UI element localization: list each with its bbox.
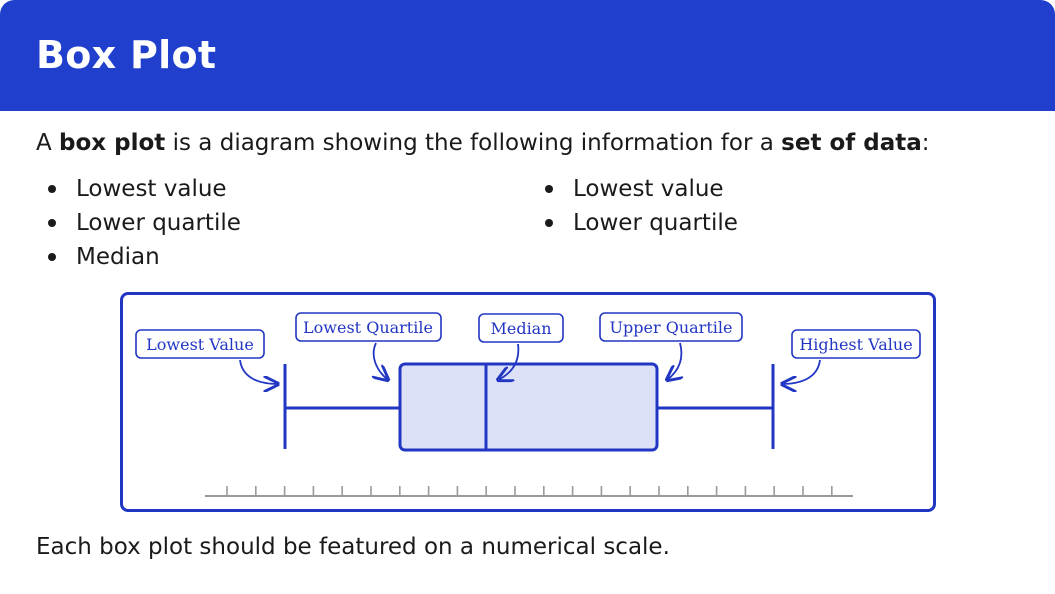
intro-bold-box-plot: box plot (59, 130, 166, 156)
label-upper-quartile-text: Upper Quartile (610, 318, 733, 337)
list-item: Lowest value (36, 172, 241, 206)
label-lowest-value: Lowest Value (135, 329, 265, 359)
label-median: Median (478, 313, 564, 343)
page-title: Box Plot (36, 33, 217, 77)
label-highest-value-text: Highest Value (799, 335, 912, 354)
arrow-upper-quartile (667, 342, 681, 380)
label-lowest-value-text: Lowest Value (146, 335, 254, 354)
list-item: Lowest value (533, 172, 738, 206)
intro-bold-set-of-data: set of data (781, 130, 922, 156)
list-item: Lower quartile (533, 206, 738, 240)
intro-part-3: : (921, 130, 930, 156)
arrow-lowest-quartile (374, 342, 388, 380)
arrow-lowest-value (239, 359, 278, 384)
interquartile-box (398, 362, 659, 452)
header-bar: Box Plot (0, 0, 1055, 111)
arrow-median (498, 343, 520, 380)
list-item: Lower quartile (36, 206, 241, 240)
scale-ticks (226, 486, 833, 496)
list-item: Median (36, 240, 241, 274)
label-highest-value: Highest Value (791, 329, 921, 359)
label-median-text: Median (490, 319, 551, 338)
number-scale (205, 486, 853, 497)
info-list-left: Lowest value Lower quartile Median (36, 172, 241, 274)
label-upper-quartile: Upper Quartile (599, 312, 743, 342)
intro-part-1: A (36, 130, 60, 156)
info-list-right: Lowest value Lower quartile (533, 172, 738, 240)
intro-text: A box plot is a diagram showing the foll… (36, 126, 930, 160)
intro-part-2: is a diagram showing the following infor… (165, 130, 782, 156)
label-lowest-quartile-text: Lowest Quartile (303, 318, 433, 337)
arrow-highest-value (782, 359, 821, 384)
footer-text: Each box plot should be featured on a nu… (36, 534, 670, 560)
label-lowest-quartile: Lowest Quartile (295, 312, 442, 342)
box-plot-diagram: Lowest Value Lowest Quartile Median Uppe… (135, 312, 921, 497)
